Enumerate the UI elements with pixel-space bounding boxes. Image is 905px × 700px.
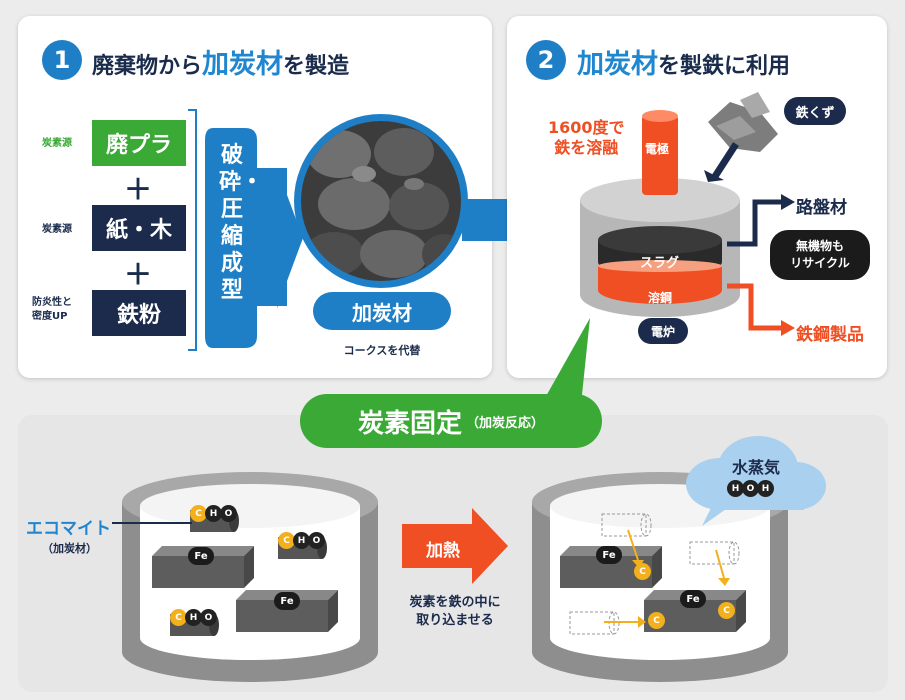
step2-title-highlight: 加炭材 (577, 49, 658, 80)
heat-caption: 炭素を鉄の中に 取り込ませる (409, 595, 501, 628)
input-box-paper-wood: 紙・木 (92, 205, 186, 251)
slag-label: スラグ (640, 256, 680, 271)
ecomite-sublabel: （加炭材） (42, 542, 97, 555)
scrap-label: 鉄くず (784, 97, 846, 125)
step1-title-pre: 廃棄物から (92, 54, 203, 79)
coal-briquettes-image (301, 121, 461, 281)
carbon-atom-2: C (718, 602, 735, 619)
step1-title-post: を製造 (283, 54, 350, 79)
plus-sign-2: ＋ (124, 258, 153, 291)
inorganic-recycle-badge: 無機物も リサイクル (770, 230, 870, 280)
electrode-label: 電極 (645, 142, 670, 156)
input-role-1: 炭素源 (42, 138, 72, 149)
iron-scrap-icon (704, 92, 778, 182)
carbon-fixation-pill: 炭素固定 （加炭反応） (300, 394, 602, 448)
steel-product-label: 鉄鋼製品 (796, 325, 864, 345)
heat-label: 加熱 (426, 541, 460, 561)
step2-title-post: を製鉄に利用 (658, 54, 791, 79)
output-arrows (727, 194, 795, 336)
step1-title-highlight: 加炭材 (202, 49, 284, 80)
carbonizer-photo (294, 114, 468, 288)
fe-label-1: Fe (188, 547, 214, 565)
ecomite-leader-line (112, 522, 192, 524)
carbon-fixation-pointer (536, 318, 590, 414)
step2-number: 2 (526, 40, 566, 80)
product-caption: コークスを代替 (343, 344, 421, 357)
carbon-atom-3: C (648, 612, 665, 629)
road-material-label: 路盤材 (796, 198, 847, 218)
carbon-absorption-arrows (604, 529, 730, 628)
steam-label: 水蒸気 (732, 458, 781, 477)
carbon-atom-1: C (634, 563, 651, 580)
ghost-cylinder-1 (601, 513, 652, 537)
fe-label-4: Fe (680, 590, 706, 608)
step2-title: 加炭材を製鉄に利用 (577, 42, 790, 81)
input-role-2: 炭素源 (42, 224, 72, 235)
molten-steel-label: 溶鋼 (648, 291, 673, 305)
ghost-cylinder-2 (689, 541, 740, 565)
process-arrow (205, 128, 303, 348)
input-role-3: 防炎性と 密度UP (32, 297, 72, 322)
product-label: 加炭材 (313, 292, 451, 330)
step1-title: 廃棄物から加炭材を製造 (92, 42, 349, 81)
fe-label-3: Fe (596, 546, 622, 564)
input-bracket (188, 109, 197, 351)
process-label: 破砕・圧縮成型 (219, 143, 264, 303)
plus-sign-1: ＋ (124, 173, 153, 206)
furnace-label: 電炉 (638, 318, 688, 344)
step1-number: 1 (42, 40, 82, 80)
electric-furnace-diagram (580, 110, 740, 317)
fe-label-2: Fe (274, 592, 300, 610)
heat-arrow (402, 508, 508, 584)
input-box-plastic: 廃プラ (92, 120, 186, 166)
input-box-iron-powder: 鉄粉 (92, 290, 186, 336)
temperature-note: 1600度で 鉄を溶融 (548, 118, 625, 157)
ecomite-label: エコマイト (26, 519, 111, 539)
carbon-fixation-main: 炭素固定 (357, 408, 462, 439)
carbon-fixation-sub: （加炭反応） (466, 415, 545, 431)
